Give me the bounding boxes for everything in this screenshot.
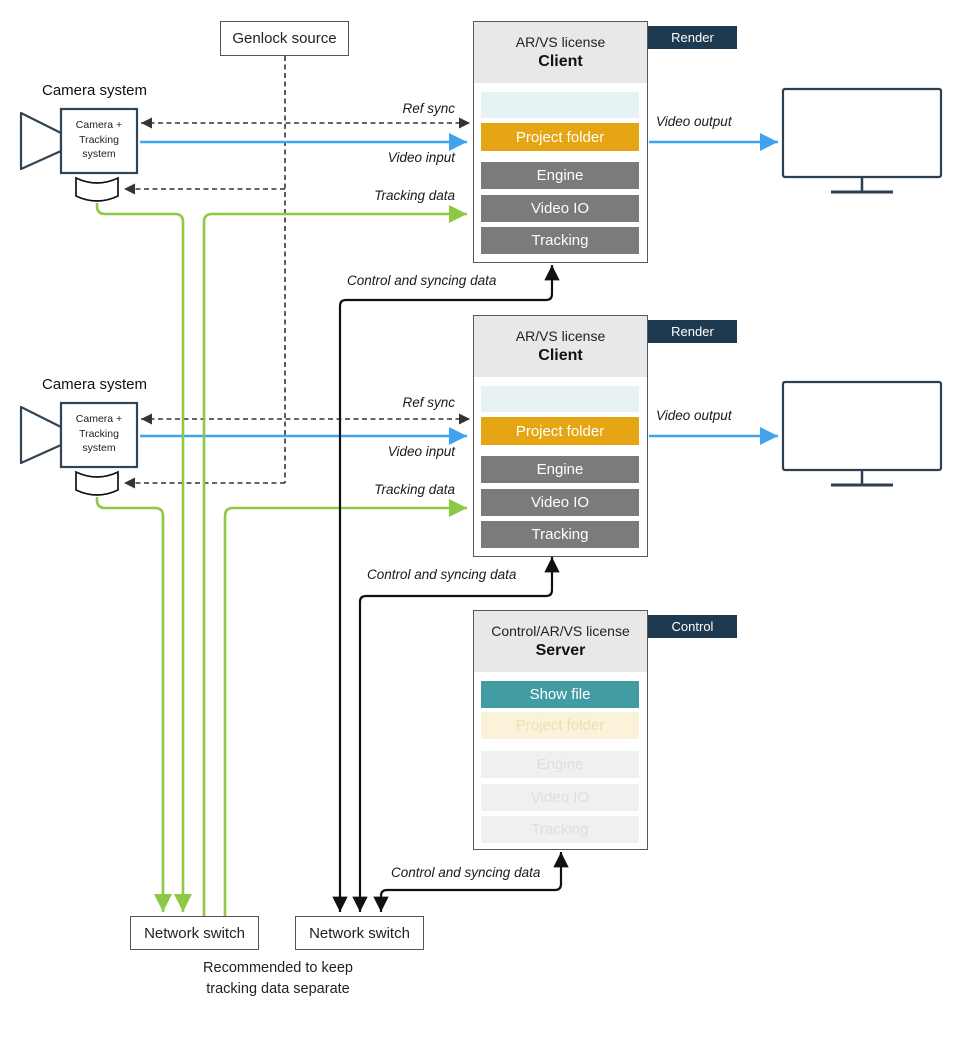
render-tag: Render bbox=[648, 26, 737, 49]
empty-slot-row bbox=[481, 92, 639, 118]
license-label: AR/VS license bbox=[515, 328, 606, 344]
video-input-label-1: Video input bbox=[387, 150, 455, 165]
tracker2-to-switch-line bbox=[95, 497, 173, 912]
video-io-row: Video IO bbox=[481, 195, 639, 222]
client-node-1: AR/VS license Client Project folder Engi… bbox=[473, 21, 648, 263]
video-input-label-2: Video input bbox=[387, 444, 455, 459]
tracking-sensor-icon bbox=[75, 176, 119, 202]
role-label: Client bbox=[538, 53, 583, 70]
camera-system-title: Camera system bbox=[42, 376, 148, 393]
network-switch-label: Network switch bbox=[144, 924, 245, 942]
tracking-row-faded: Tracking bbox=[481, 816, 639, 843]
project-folder-row: Project folder bbox=[481, 123, 639, 151]
camera-body-line: Tracking bbox=[79, 427, 119, 440]
render-tag: Render bbox=[648, 320, 737, 343]
switch-to-client1-tracking-line bbox=[202, 204, 467, 916]
server-node: Control/AR/VS license Server Show file P… bbox=[473, 610, 648, 850]
tracking-row: Tracking bbox=[481, 521, 639, 548]
video-output-label-1: Video output bbox=[656, 114, 732, 129]
video-output-label-2: Video output bbox=[656, 408, 732, 423]
recommendation-note: Recommended to keep tracking data separa… bbox=[203, 960, 353, 997]
monitor-icon bbox=[781, 87, 943, 194]
role-label: Client bbox=[538, 347, 583, 364]
network-switch-label: Network switch bbox=[309, 924, 410, 942]
control-sync-label-1: Control and syncing data bbox=[347, 273, 497, 288]
video-io-row-faded: Video IO bbox=[481, 784, 639, 811]
camera-system-title: Camera system bbox=[42, 82, 148, 99]
node-header: Control/AR/VS license Server bbox=[474, 611, 647, 672]
camera-body-label: Camera + Tracking system bbox=[63, 118, 135, 162]
tracking-row: Tracking bbox=[481, 227, 639, 254]
camera-icon bbox=[19, 401, 139, 496]
control-tag: Control bbox=[648, 615, 737, 638]
camera-body-line: system bbox=[82, 442, 116, 454]
network-switch-tracking: Network switch bbox=[130, 916, 259, 950]
camera-body-line: system bbox=[82, 148, 116, 160]
tracker1-to-switch-line bbox=[95, 203, 193, 912]
genlock-source-label: Genlock source bbox=[232, 30, 337, 47]
license-label: Control/AR/VS license bbox=[491, 623, 630, 639]
engine-row: Engine bbox=[481, 162, 639, 189]
license-label: AR/VS license bbox=[515, 34, 606, 50]
tracking-data-label-1: Tracking data bbox=[374, 188, 455, 203]
camera-body-line: Tracking bbox=[79, 133, 119, 146]
camera-body-label: Camera + Tracking system bbox=[63, 412, 135, 456]
node-header: AR/VS license Client bbox=[474, 316, 647, 377]
switch-to-client2-tracking-line bbox=[223, 498, 467, 916]
control-sync-label-3: Control and syncing data bbox=[391, 865, 541, 880]
client-node-2: AR/VS license Client Project folder Engi… bbox=[473, 315, 648, 557]
genlock-source-box: Genlock source bbox=[220, 21, 349, 56]
camera-body-line: Camera + bbox=[75, 413, 123, 425]
ref-sync-label-1: Ref sync bbox=[402, 101, 455, 116]
empty-slot-row bbox=[481, 386, 639, 412]
control-line-client2 bbox=[352, 557, 560, 912]
project-folder-row: Project folder bbox=[481, 417, 639, 445]
show-file-row: Show file bbox=[481, 681, 639, 708]
tracking-sensor-icon bbox=[75, 470, 119, 496]
camera-body-line: Camera + bbox=[75, 119, 123, 131]
role-label: Server bbox=[535, 642, 586, 659]
control-sync-label-2: Control and syncing data bbox=[367, 567, 517, 582]
control-line-client1 bbox=[332, 265, 560, 912]
monitor-icon bbox=[781, 380, 943, 487]
camera-icon bbox=[19, 107, 139, 202]
engine-row: Engine bbox=[481, 456, 639, 483]
engine-row-faded: Engine bbox=[481, 751, 639, 778]
network-switch-control: Network switch bbox=[295, 916, 424, 950]
control-line-server bbox=[373, 852, 569, 912]
tracking-data-label-2: Tracking data bbox=[374, 482, 455, 497]
project-folder-row-faded: Project folder bbox=[481, 712, 639, 739]
ref-sync-label-2: Ref sync bbox=[402, 395, 455, 410]
video-io-row: Video IO bbox=[481, 489, 639, 516]
node-header: AR/VS license Client bbox=[474, 22, 647, 83]
